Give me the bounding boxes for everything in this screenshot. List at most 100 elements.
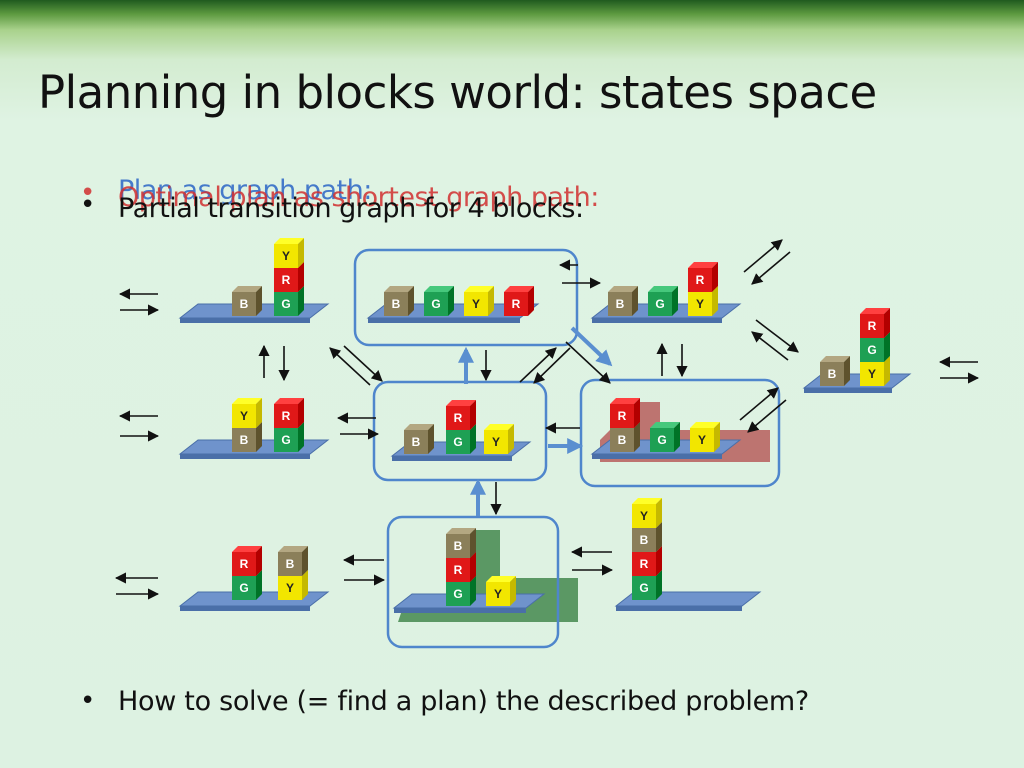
block-label: Y xyxy=(494,587,502,601)
block-label: R xyxy=(640,557,649,571)
block-label: Y xyxy=(472,297,480,311)
table-edge-s4 xyxy=(804,388,892,393)
arrow-s4-s3 xyxy=(751,331,789,361)
block-R-s2: R xyxy=(504,286,534,316)
block-label: G xyxy=(655,297,664,311)
state-s3: B G YR xyxy=(590,262,742,323)
block-label: G xyxy=(239,581,248,595)
block-label: R xyxy=(454,411,463,425)
arrow-s3-up xyxy=(743,239,783,273)
block-label: B xyxy=(286,557,295,571)
block-label: G xyxy=(281,297,290,311)
block-label: Y xyxy=(282,249,290,263)
block-label: R xyxy=(696,273,705,287)
block-R-s3: R xyxy=(688,262,718,292)
block-B-s2: B xyxy=(384,286,414,316)
state-s5: BY GR xyxy=(178,398,330,459)
table-edge-s9 xyxy=(394,608,526,613)
block-B-s1: B xyxy=(232,286,262,316)
table-edge-s10 xyxy=(616,606,742,611)
block-label: B xyxy=(412,435,421,449)
block-label: B xyxy=(616,297,625,311)
block-label: B xyxy=(828,367,837,381)
state-s7: BR G Y xyxy=(590,398,742,459)
block-R-s7: R xyxy=(610,398,640,428)
block-Y-s2: Y xyxy=(464,286,494,316)
arrow-s3-s4 xyxy=(755,319,799,353)
block-label: G xyxy=(867,343,876,357)
block-Y-s10: Y xyxy=(632,498,662,528)
block-label: B xyxy=(240,433,249,447)
block-label: B xyxy=(618,433,627,447)
block-label: Y xyxy=(640,509,648,523)
arrow-s1-s6 xyxy=(343,345,383,382)
block-label: R xyxy=(512,297,521,311)
block-label: B xyxy=(240,297,249,311)
block-G-s2: G xyxy=(424,286,454,316)
state-s8: GR YB xyxy=(178,546,330,611)
table-edge-s7 xyxy=(592,454,722,459)
bullet-dot-red: • xyxy=(80,178,96,208)
block-label: G xyxy=(657,433,666,447)
arrow-s6-s1 xyxy=(329,347,371,386)
block-label: R xyxy=(240,557,249,571)
plan-path-arrows xyxy=(458,326,613,516)
block-label: Y xyxy=(492,435,500,449)
block-label: G xyxy=(281,433,290,447)
block-G-s3: G xyxy=(648,286,678,316)
block-Y-s1: Y xyxy=(274,238,304,268)
block-label: G xyxy=(431,297,440,311)
block-label: R xyxy=(618,409,627,423)
block-label: B xyxy=(640,533,649,547)
arrow-up-s7 xyxy=(747,399,787,433)
block-R-s5: R xyxy=(274,398,304,428)
block-Y-s5: Y xyxy=(232,398,262,428)
block-label: Y xyxy=(240,409,248,423)
block-label: G xyxy=(639,581,648,595)
block-R-s4: R xyxy=(860,308,890,338)
arrow-s3-s7 xyxy=(565,341,611,384)
block-G-s7: G xyxy=(650,422,680,452)
block-B-s9: B xyxy=(446,528,476,558)
slide-title: Planning in blocks world: states space xyxy=(38,66,877,119)
block-label: Y xyxy=(696,297,704,311)
block-R-s8: R xyxy=(232,546,262,576)
arrow-s7-up xyxy=(739,387,779,421)
state-s4: YGR B xyxy=(802,308,912,393)
highlight-frame-s7 xyxy=(579,378,781,488)
block-B-s8: B xyxy=(278,546,308,576)
block-label: Y xyxy=(868,367,876,381)
state-s1: B GRY xyxy=(178,238,330,323)
table-edge-s2 xyxy=(368,318,520,323)
arrow-up-s3 xyxy=(751,251,791,285)
bullet-question: How to solve (= find a plan) the describ… xyxy=(118,686,809,717)
bullet-overlay-blue: Plan as graph path: xyxy=(118,175,372,206)
table-edge-s1 xyxy=(180,318,310,323)
table-edge-s6 xyxy=(392,456,512,461)
arrow-s3-s6 xyxy=(533,347,571,384)
highlight-frame-s9 xyxy=(386,515,560,649)
block-B-s4: B xyxy=(820,356,850,386)
highlight-frame-s2 xyxy=(353,248,579,347)
highlight-frames xyxy=(353,248,781,649)
block-label: Y xyxy=(698,433,706,447)
table-edge-s5 xyxy=(180,454,310,459)
block-R-s6: R xyxy=(446,400,476,430)
block-label: R xyxy=(454,563,463,577)
block-label: Y xyxy=(286,581,294,595)
bullet-dot-question: • xyxy=(80,686,96,716)
block-label: R xyxy=(282,409,291,423)
bullet-main: Partial transition graph for 4 blocks: xyxy=(118,193,584,224)
bullet-overlay-red: Optimal plan as shortest graph path: xyxy=(118,182,599,213)
table-edge-s3 xyxy=(592,318,722,323)
block-label: R xyxy=(282,273,291,287)
block-label: B xyxy=(392,297,401,311)
arrow-s6-s3 xyxy=(519,347,557,383)
table-s4 xyxy=(802,373,912,389)
block-Y-s6: Y xyxy=(484,424,514,454)
